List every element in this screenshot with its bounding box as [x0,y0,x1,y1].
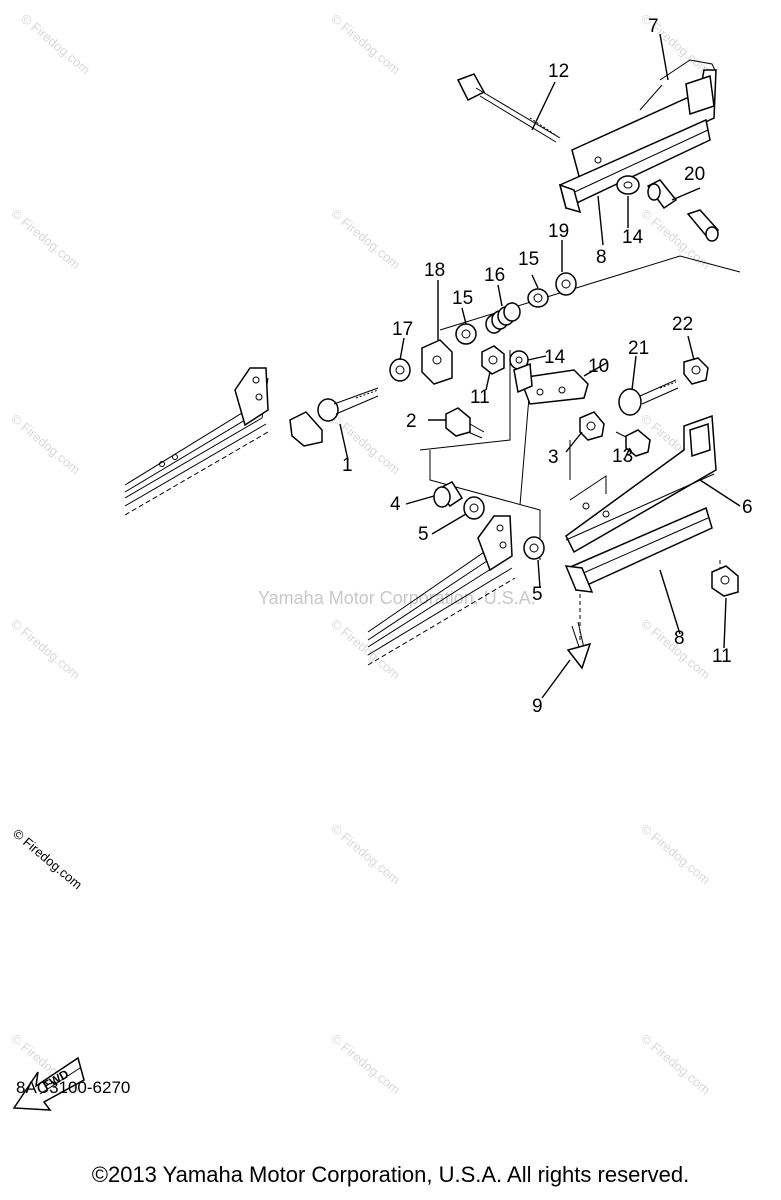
part-15-nut-a [455,323,477,345]
watermark: © Firedog.com [8,411,83,477]
part-13-bolt [615,429,651,457]
copyright-notice: ©2013 Yamaha Motor Corporation, U.S.A. A… [91,1162,690,1187]
callout-13: 13 [612,446,633,467]
watermark: © Firedog.com [638,1031,713,1097]
watermark-center: Yamaha Motor Corporation, U.S.A. [258,588,536,608]
callout-18: 18 [424,260,445,281]
watermark: © Firedog.com [638,616,713,682]
part-21-bolt [618,379,679,416]
part-11-nut-lower [711,565,739,597]
part-8-upper-slide [558,118,711,214]
callout-14-upper: 14 [622,227,644,248]
watermark: © Firedog.com [638,821,713,887]
part-15-nut-b [527,288,549,308]
callout-7: 7 [648,16,659,37]
part-10-lever [513,362,589,405]
callout-2: 2 [406,411,417,432]
callout-1: 1 [342,455,353,476]
callout-22: 22 [672,314,693,335]
callout-15-a: 15 [452,288,473,309]
part-4-bushing [433,481,464,508]
part-6-bracket [565,414,717,554]
callout-14-mid: 14 [544,347,566,368]
part-16-spring [485,302,521,334]
part-5-bushing-a [463,496,485,520]
part-19-bushing [555,272,577,296]
callout-8-lower: 8 [674,628,685,649]
callout-9: 9 [532,696,543,717]
diagram-code: 8AC3100-6270 [16,1078,131,1097]
watermark: © Firedog.com [8,206,83,272]
left-frame-lower [367,515,516,666]
part-3-nut [579,411,605,441]
callout-19: 19 [548,221,569,242]
callout-12: 12 [548,61,569,82]
left-frame-upper [124,367,269,516]
watermark: © Firedog.com [328,1031,403,1097]
part-12-long-bolt [456,73,561,143]
callout-5-b: 5 [532,584,543,605]
part-17-bushing [389,358,411,382]
callout-8-upper: 8 [596,247,607,268]
part-8-lower-slide [564,506,713,593]
part-7-bracket [571,59,717,182]
part-2-bolt [445,407,485,439]
callout-10: 10 [588,356,609,377]
callout-11-upper: 11 [470,387,490,408]
watermark: © Firedog.com [328,411,403,477]
part-22-nut [683,357,709,385]
callout-15-b: 15 [518,249,539,270]
fwd-arrow: FWD [12,1056,85,1111]
callout-11-lower: 11 [712,646,732,667]
callout-17: 17 [392,319,413,340]
watermark: © Firedog.com [328,11,403,77]
part-1-bolt [289,387,379,447]
part-18-block [421,339,453,385]
watermark: © Firedog.com [328,616,403,682]
callout-labels: 12 7 20 8 14 19 15 16 15 18 17 14 10 21 … [342,16,753,717]
part-11-nut-upper [481,345,505,375]
watermark: © Firedog.com [328,821,403,887]
callout-6: 6 [742,497,753,518]
callout-20: 20 [684,164,705,185]
part-20-pin [646,179,720,242]
callout-4: 4 [390,494,401,515]
watermark: © Firedog.com [18,11,93,77]
callout-21: 21 [628,338,649,359]
part-14-washer-upper [616,175,640,195]
part-9-screw [566,621,592,670]
leader-lines [339,33,741,699]
part-5-bushing-b [523,536,545,560]
callout-16: 16 [484,265,505,286]
watermark: © Firedog.com [8,616,83,682]
watermark: © Firedog.com [328,206,403,272]
callout-5-a: 5 [418,524,429,545]
callout-3: 3 [548,447,559,468]
watermark: © Firedog.com [10,826,85,892]
